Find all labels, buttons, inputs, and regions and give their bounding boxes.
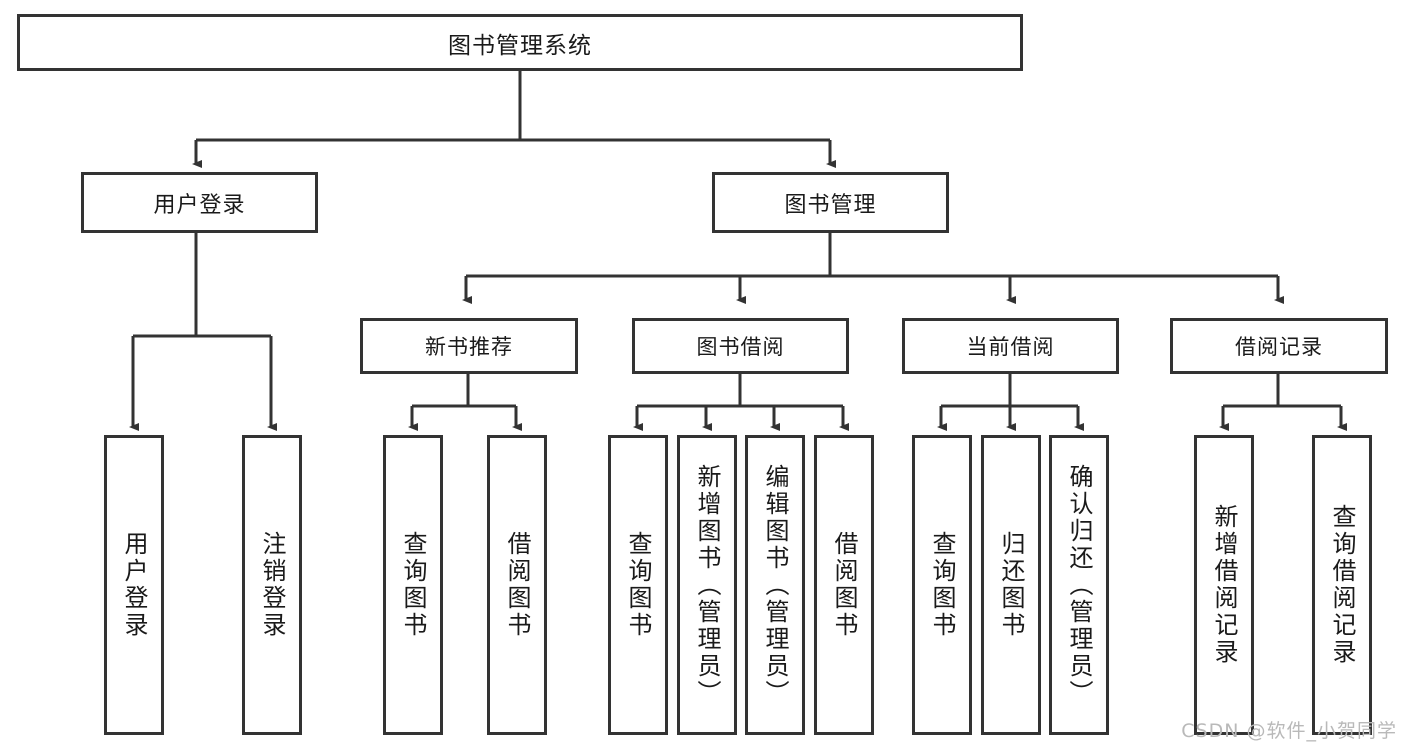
node-root[interactable]: 图书管理系统 (17, 14, 1023, 71)
node-leaf-query-record[interactable]: 查询借阅记录 (1312, 435, 1372, 735)
node-leaf-borrow-book-1[interactable]: 借阅图书 (487, 435, 547, 735)
node-leaf-user-login-label: 用户登录 (120, 531, 148, 639)
node-leaf-add-record-label: 新增借阅记录 (1210, 504, 1238, 666)
node-book-management-label: 图书管理 (784, 192, 877, 218)
node-leaf-query-book-3-label: 查询图书 (928, 531, 956, 639)
node-leaf-borrow-book-2[interactable]: 借阅图书 (814, 435, 874, 735)
node-current-borrow-label: 当前借阅 (966, 335, 1055, 359)
node-leaf-return-book-label: 归还图书 (997, 531, 1025, 639)
node-leaf-confirm-return-label: 确认归还（管理员） (1065, 463, 1093, 707)
node-leaf-user-login[interactable]: 用户登录 (104, 435, 164, 735)
node-leaf-edit-book-label: 编辑图书（管理员） (761, 463, 789, 707)
node-current-borrow[interactable]: 当前借阅 (902, 318, 1119, 374)
node-leaf-confirm-return[interactable]: 确认归还（管理员） (1049, 435, 1109, 735)
node-user-login[interactable]: 用户登录 (81, 172, 318, 233)
node-leaf-logout-login-label: 注销登录 (258, 531, 286, 639)
node-leaf-query-book-1-label: 查询图书 (399, 531, 427, 639)
node-leaf-borrow-book-1-label: 借阅图书 (503, 531, 531, 639)
node-leaf-return-book[interactable]: 归还图书 (981, 435, 1041, 735)
node-book-borrow-label: 图书借阅 (696, 335, 785, 359)
node-leaf-borrow-book-2-label: 借阅图书 (830, 531, 858, 639)
node-leaf-query-book-2[interactable]: 查询图书 (608, 435, 668, 735)
node-book-management[interactable]: 图书管理 (712, 172, 949, 233)
node-book-borrow[interactable]: 图书借阅 (632, 318, 849, 374)
node-leaf-add-book-label: 新增图书（管理员） (693, 463, 721, 707)
node-leaf-query-book-1[interactable]: 查询图书 (383, 435, 443, 735)
node-leaf-add-record[interactable]: 新增借阅记录 (1194, 435, 1254, 735)
node-leaf-logout-login[interactable]: 注销登录 (242, 435, 302, 735)
node-leaf-query-book-3[interactable]: 查询图书 (912, 435, 972, 735)
node-borrow-record-label: 借阅记录 (1235, 335, 1323, 359)
node-leaf-query-record-label: 查询借阅记录 (1328, 504, 1356, 666)
node-leaf-query-book-2-label: 查询图书 (624, 531, 652, 639)
node-new-book-recommend[interactable]: 新书推荐 (360, 318, 578, 374)
node-leaf-add-book[interactable]: 新增图书（管理员） (677, 435, 737, 735)
watermark-text: CSDN @软件_小贺同学 (1181, 720, 1397, 742)
node-leaf-edit-book[interactable]: 编辑图书（管理员） (745, 435, 805, 735)
node-root-label: 图书管理系统 (448, 32, 592, 59)
node-new-book-recommend-label: 新书推荐 (425, 335, 513, 359)
node-user-login-label: 用户登录 (153, 192, 246, 218)
node-borrow-record[interactable]: 借阅记录 (1170, 318, 1388, 374)
